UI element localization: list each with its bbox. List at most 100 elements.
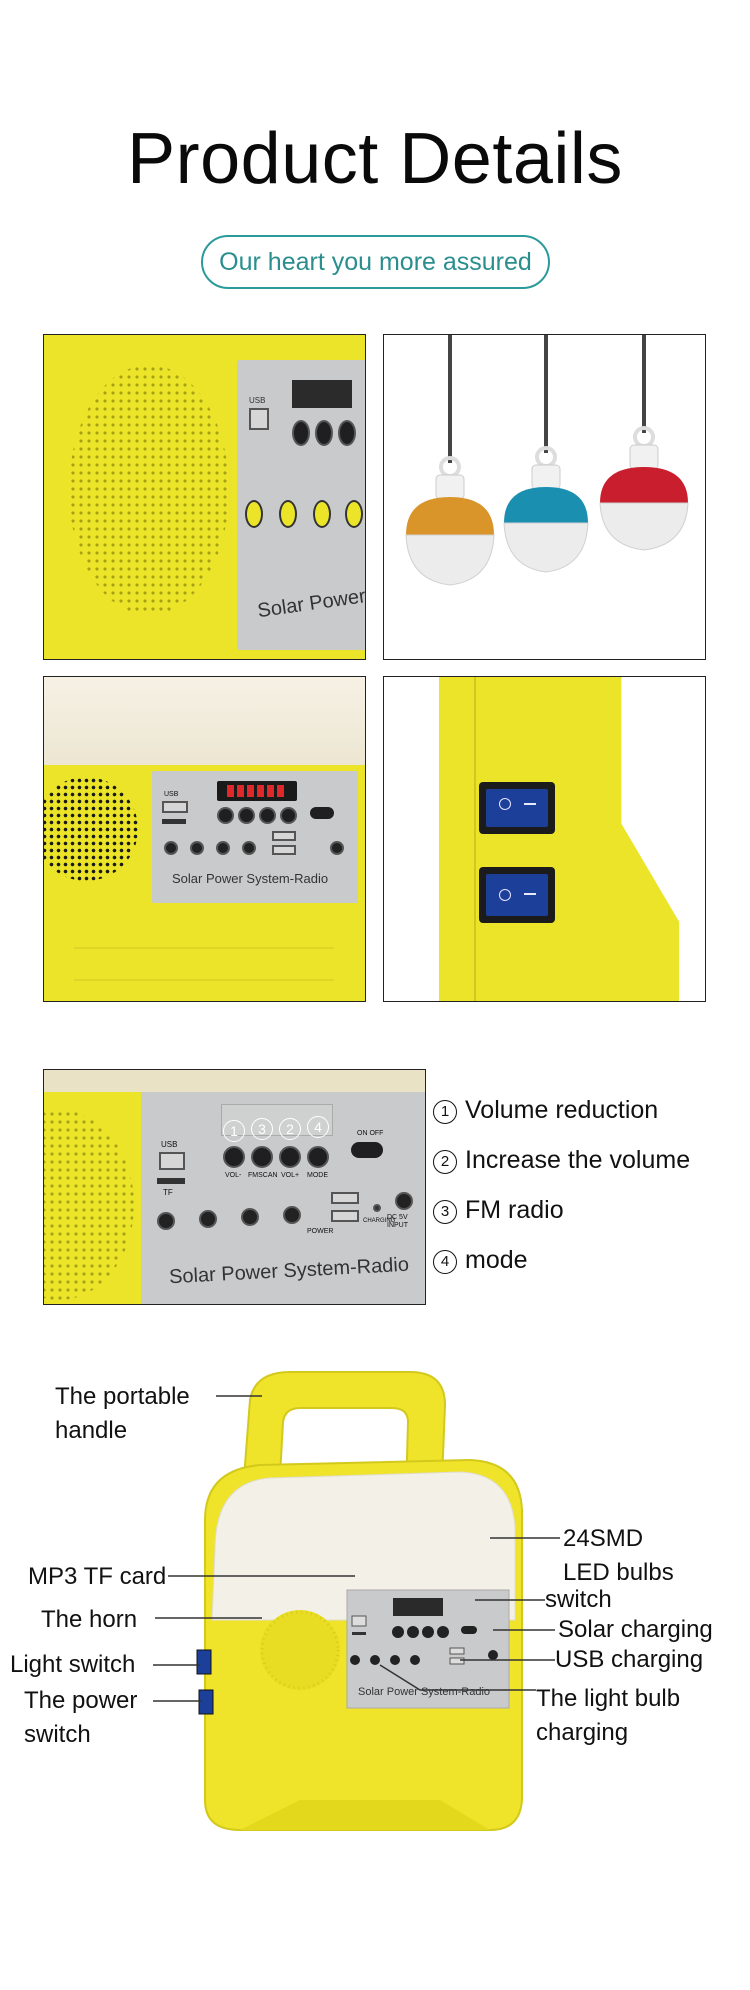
charging-label: CHARGING [363, 1218, 396, 1224]
fmscan-button[interactable] [315, 420, 333, 446]
usb-label: USB [161, 1140, 178, 1149]
usb-port [162, 801, 188, 813]
tf-slot [157, 1178, 185, 1184]
tf-slot [162, 819, 186, 824]
label-usb-charging: USB charging [555, 1646, 704, 1673]
light-port-4 [242, 841, 256, 855]
feature-number: 1 [433, 1100, 457, 1124]
on-off-switch[interactable] [351, 1142, 383, 1158]
power-label: POWER [307, 1228, 334, 1235]
vol-plus-button[interactable] [259, 807, 276, 824]
photo-buttons-detail: USB TF 1 3 2 4 VOL- FMSCAN VOL+ MODE ON … [43, 1069, 426, 1305]
panel-brand-text: Solar Power Sys [256, 580, 366, 623]
speaker-grille [44, 1110, 134, 1300]
subtitle-text: Our heart you more assured [219, 247, 532, 276]
vol-minus-button[interactable] [217, 807, 234, 824]
panel-brand-text: Solar Power System-Radio [172, 871, 329, 886]
mode-button[interactable] [280, 807, 297, 824]
light-port-4 [283, 1206, 301, 1224]
dc-input-label: DC 5V INPUT [387, 1214, 408, 1229]
tf-label: TF [163, 1188, 173, 1197]
photo-front-panel: USB Solar Power System-Radio [43, 676, 366, 1002]
usb-port-3 [331, 1210, 359, 1222]
fmscan-button[interactable] [251, 1146, 273, 1168]
marker-4: 4 [307, 1116, 329, 1138]
mode-button[interactable] [307, 1146, 329, 1168]
light-port-3 [241, 1208, 259, 1226]
power-switch[interactable] [479, 867, 555, 923]
led-panel [44, 677, 365, 765]
port-2 [279, 500, 297, 528]
feature-number: 2 [433, 1150, 457, 1174]
vol-minus-button[interactable] [292, 420, 310, 446]
label-light-switch: Light switch [10, 1651, 136, 1678]
control-panel: USB Solar Power System-Radio [152, 771, 358, 903]
light-switch[interactable] [479, 782, 555, 834]
label-mp3-tf: MP3 TF card [28, 1563, 167, 1590]
feature-text: mode [465, 1246, 528, 1274]
vol-plus-button[interactable] [338, 420, 356, 446]
label-solar-charging: Solar charging [558, 1616, 713, 1643]
red-bulb [599, 426, 689, 551]
bulbs-illustration [405, 335, 689, 586]
dc-input [330, 841, 344, 855]
control-panel: USB Solar Power Sys [237, 360, 366, 650]
blue-bulb [503, 446, 589, 573]
light-port-1 [164, 841, 178, 855]
label-switch: switch [545, 1586, 612, 1613]
speaker-grille [69, 365, 229, 615]
on-off-switch[interactable] [310, 807, 334, 819]
feature-item-2: 2 Increase the volume [433, 1146, 690, 1175]
marker-2: 2 [279, 1118, 301, 1140]
gold-bulb [405, 456, 495, 586]
feature-number: 3 [433, 1200, 457, 1224]
panel-brand-text: Solar Power System-Radio [168, 1253, 410, 1289]
feature-number: 4 [433, 1250, 457, 1274]
dc-input [395, 1192, 413, 1210]
port-3 [313, 500, 331, 528]
product-diagram: Solar Power System-Radio [153, 1371, 560, 1831]
usb-label: USB [249, 396, 266, 405]
housing-edge [474, 677, 476, 1001]
photo-speaker-closeup: USB Solar Power Sys [43, 334, 366, 660]
marker-3: 3 [251, 1118, 273, 1140]
svg-text:Solar Power System-Radio: Solar Power System-Radio [358, 1686, 490, 1698]
vol-minus-button[interactable] [223, 1146, 245, 1168]
led-edge [44, 1070, 425, 1092]
mode-label: MODE [307, 1172, 328, 1179]
port-1 [245, 500, 263, 528]
speaker-grille [44, 777, 138, 881]
vol-minus-label: VOL- [225, 1172, 242, 1179]
port-4 [345, 500, 363, 528]
feature-item-3: 3 FM radio [433, 1196, 564, 1225]
page-title: Product Details [127, 119, 623, 199]
light-port-3 [216, 841, 230, 855]
usb-port-2 [272, 831, 296, 841]
usb-port [159, 1152, 185, 1170]
feature-item-1: 1 Volume reduction [433, 1096, 658, 1125]
light-port-2 [199, 1210, 217, 1228]
marker-1: 1 [223, 1120, 245, 1142]
vol-plus-button[interactable] [279, 1146, 301, 1168]
usb-port-3 [272, 845, 296, 855]
photo-side-switches [383, 676, 706, 1002]
feature-text: Volume reduction [465, 1096, 659, 1124]
fmscan-button[interactable] [238, 807, 255, 824]
usb-port-2 [331, 1192, 359, 1204]
vol-plus-label: VOL+ [281, 1172, 300, 1179]
lcd-display [217, 781, 297, 801]
feature-text: Increase the volume [465, 1146, 691, 1174]
light-port-2 [190, 841, 204, 855]
on-off-label: ON OFF [357, 1130, 384, 1137]
feature-item-4: 4 mode [433, 1246, 528, 1275]
feature-text: FM radio [465, 1196, 564, 1224]
light-port-1 [157, 1212, 175, 1230]
lcd-display [292, 380, 352, 408]
